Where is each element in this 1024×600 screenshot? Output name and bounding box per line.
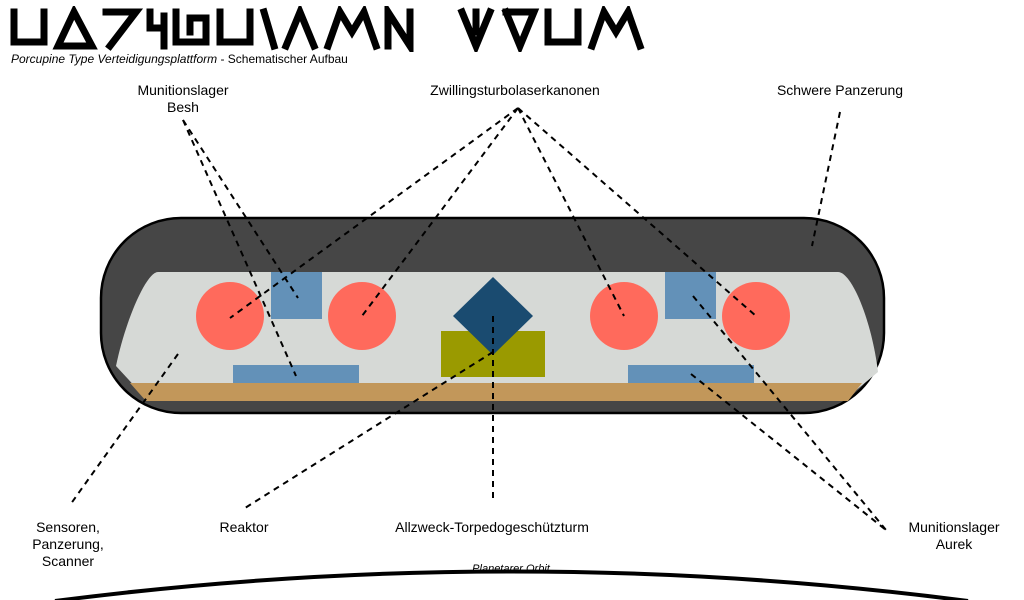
label-turbolaser: Zwillingsturbolaserkanonen [430,82,600,98]
subtitle: Porcupine Type Verteidigungsplattform - … [11,52,348,66]
subtitle-suffix: - Schematischer Aufbau [217,52,348,66]
turbolaser-turret-4 [722,282,790,350]
leader-besh-upper [182,119,299,299]
label-torpedo-turm: Allzweck-Torpedogeschützturm [395,519,589,535]
leader-lines [69,107,887,531]
leader-aurek-lower [690,373,887,531]
label-sensoren-line2: Panzerung, [32,536,104,552]
aurebesh-title-logo [10,6,645,52]
label-sensoren-line1: Sensoren, [36,519,100,535]
label-munitionslager-aurek-line2: Aurek [935,536,973,552]
turbolaser-turret-2 [328,282,396,350]
leader-reaktor [244,351,494,509]
label-munitionslager-besh-line2: Besh [167,99,199,115]
label-planetarer-orbit: Planetarer Orbit [472,563,550,575]
label-sensoren-line3: Scanner [41,553,95,569]
leader-turbolaser-3 [517,107,625,317]
subtitle-ship-type: Porcupine Type Verteidigungsplattform [11,52,218,66]
ammo-storage-aurek-upper [665,272,716,319]
leader-turbolaser-4 [517,107,757,317]
label-munitionslager-aurek-line1: Munitionslager [908,519,1000,535]
label-reaktor: Reaktor [219,519,269,535]
leader-turbolaser-1 [229,107,519,319]
leader-besh-lower [182,119,297,377]
label-munitionslager-aurek: Munitionslager Aurek [888,519,1020,553]
planet-orbit-arc [54,569,969,600]
leader-panzerung [811,111,841,247]
label-munitionslager-besh: Munitionslager Besh [121,82,245,116]
label-munitionslager-besh-line1: Munitionslager [137,82,229,98]
label-sensoren: Sensoren, Panzerung, Scanner [14,519,122,570]
floor-plate [130,383,862,401]
turbolaser-turret-1 [196,282,264,350]
label-schwere-panzerung: Schwere Panzerung [776,82,904,98]
leader-sensoren [69,353,179,506]
